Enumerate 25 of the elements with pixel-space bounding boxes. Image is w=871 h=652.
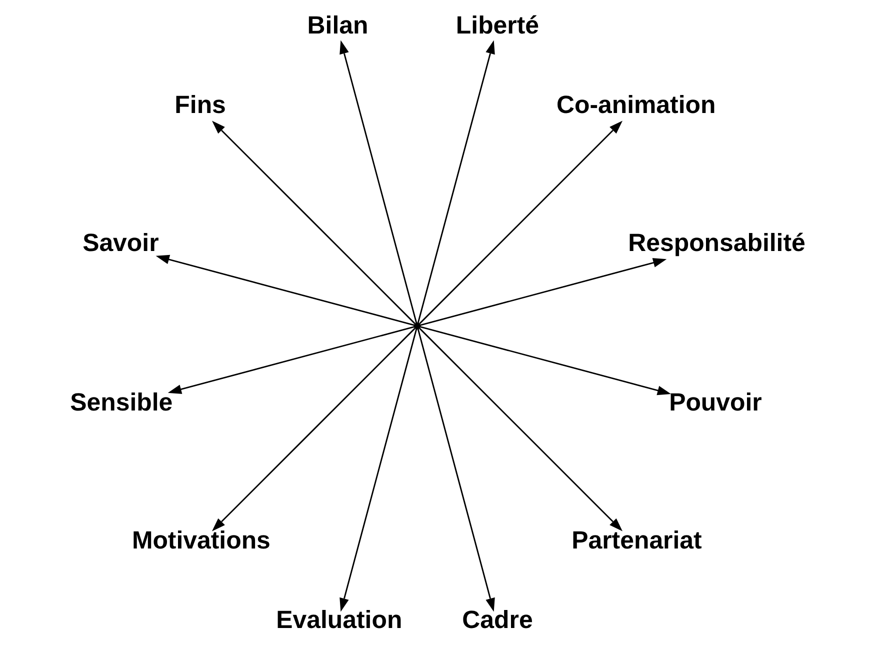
arrow bbox=[420, 326, 671, 396]
node-text: Sensible bbox=[70, 388, 173, 416]
node-text: Pouvoir bbox=[669, 388, 762, 416]
node-text: Savoir bbox=[82, 229, 159, 258]
node-text: Motivations bbox=[132, 526, 270, 554]
node-text: Evaluation bbox=[276, 606, 402, 634]
node-text: Partenariat bbox=[572, 526, 702, 554]
node-text: Fins bbox=[174, 91, 226, 120]
arrow bbox=[340, 40, 418, 324]
arrow bbox=[417, 40, 495, 324]
arrow bbox=[420, 258, 667, 326]
arrow bbox=[419, 120, 623, 324]
node-text: Cadre bbox=[462, 606, 533, 634]
arrow bbox=[419, 328, 623, 532]
arrow bbox=[340, 328, 418, 612]
arrow bbox=[417, 328, 495, 612]
node-text: Bilan bbox=[307, 12, 368, 40]
arrow bbox=[156, 254, 415, 326]
arrow bbox=[212, 120, 416, 324]
node-text: Liberté bbox=[456, 12, 540, 40]
node-text: Responsabilité bbox=[628, 229, 806, 258]
arrow bbox=[168, 326, 415, 394]
arrow bbox=[212, 328, 416, 532]
node-text: Co-animation bbox=[556, 91, 716, 120]
node-point bbox=[414, 322, 421, 330]
